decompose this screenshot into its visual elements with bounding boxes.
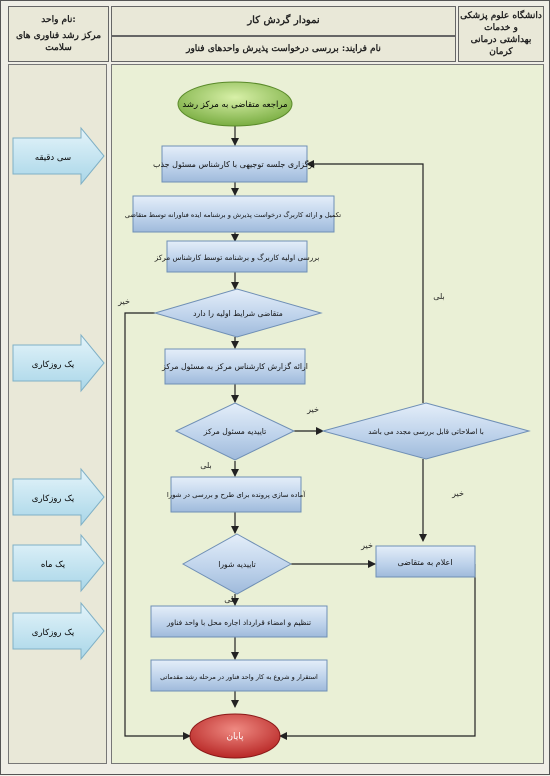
process-step: تنظیم و امضاء قرارداد اجاره محل با واحد …	[150, 605, 328, 638]
process-steps: برگزاری جلسه توجیهی با کارشناس مسئول جذب…	[125, 145, 476, 692]
process-step-label: بررسی اولیه کاربرگ و برشنامه توسط کارشنا…	[154, 252, 320, 262]
organization-name: دانشگاه علوم پزشکی و خدمات بهداشتی درمان…	[458, 6, 544, 62]
process-step: بررسی اولیه کاربرگ و برشنامه توسط کارشنا…	[154, 240, 320, 273]
time-arrow: یک ماه	[12, 533, 105, 593]
edge-labels: خیر خیر بلی خیر بلی خیر بلی	[117, 292, 464, 604]
process-step-label: اعلام به متقاضی	[398, 558, 453, 567]
edge-label-no: خیر	[451, 489, 464, 498]
edge-label-yes: بلی	[224, 595, 236, 604]
decision-label: با اصلاحاتی قابل بررسی مجدد می باشد	[368, 428, 484, 436]
start-label: مراجعه متقاضی به مرکز رشد	[182, 100, 287, 110]
time-arrow-label: یک روزکاری	[32, 628, 75, 638]
decision-label: تاییدیه شورا	[218, 560, 255, 569]
process-step: تکمیل و ارائه کاربرگ درخواست پذیرش و برش…	[125, 195, 341, 233]
time-arrow-label: یک روزکاری	[32, 360, 75, 370]
edge-label-yes: بلی	[433, 292, 445, 301]
chart-title: نمودار گردش کار	[111, 6, 456, 36]
connectors	[124, 126, 476, 740]
connector	[124, 312, 191, 740]
process-step: برگزاری جلسه توجیهی با کارشناس مسئول جذب	[153, 145, 315, 183]
unit-cell: نام واحد: مرکز رشد فناوری های سلامت	[8, 6, 109, 62]
edge-label-yes: بلی	[200, 461, 212, 470]
time-arrow: یک روزکاری	[12, 601, 105, 661]
process-step: آماده سازی پرونده برای طرح و بررسی در شو…	[167, 476, 306, 513]
process-step-label: برگزاری جلسه توجیهی با کارشناس مسئول جذب	[153, 159, 315, 169]
process-name: نام فرایند: بررسی درخواست پذیرش واحدهای …	[111, 36, 456, 62]
end-node: پایان	[189, 713, 281, 759]
end-label: پایان	[226, 732, 244, 742]
time-arrow: یک روزکاری	[12, 467, 105, 527]
unit-label: نام واحد:	[41, 14, 76, 25]
organization-line-2: بهداشتی درمانی کرمان	[470, 35, 532, 58]
process-step: ارائه گزارش کارشناس مرکز به مسئول مرکز	[161, 348, 308, 385]
process-step: استقرار و شروع به کار واحد فناور در مرحل…	[150, 659, 328, 692]
organization-line-1: دانشگاه علوم پزشکی و خدمات	[460, 10, 542, 33]
time-arrow: سی دقیقه	[12, 126, 105, 186]
process-step-label: آماده سازی پرونده برای طرح و بررسی در شو…	[167, 490, 306, 499]
process-step-label: تکمیل و ارائه کاربرگ درخواست پذیرش و برش…	[125, 210, 341, 219]
edge-label-no: خیر	[117, 297, 130, 306]
process-step-label: تنظیم و امضاء قرارداد اجاره محل با واحد …	[166, 618, 311, 627]
time-arrow-label: یک ماه	[41, 560, 66, 570]
decisions: متقاضی شرایط اولیه را دارد تاییدیه مسئول…	[153, 288, 531, 595]
decision-node: با اصلاحاتی قابل بررسی مجدد می باشد	[321, 402, 531, 460]
connector	[279, 564, 476, 740]
decision-node: تاییدیه مسئول مرکز	[174, 402, 296, 461]
time-arrow-label: سی دقیقه	[35, 153, 71, 163]
start-node: مراجعه متقاضی به مرکز رشد	[177, 81, 293, 127]
decision-node: تاییدیه شورا	[181, 533, 293, 595]
edge-label-no: خیر	[360, 541, 373, 550]
connector	[306, 160, 424, 403]
time-arrows: سی دقیقه یک روزکاری یک روزکاری یک ماه یک…	[12, 126, 105, 661]
process-step: اعلام به متقاضی	[375, 545, 476, 578]
time-arrow-label: یک روزکاری	[32, 494, 75, 504]
process-step-label: ارائه گزارش کارشناس مرکز به مسئول مرکز	[161, 362, 308, 371]
edge-label-no: خیر	[306, 405, 319, 414]
decision-node: متقاضی شرایط اولیه را دارد	[153, 288, 323, 338]
process-step-label: استقرار و شروع به کار واحد فناور در مرحل…	[160, 673, 318, 681]
decision-label: تاییدیه مسئول مرکز	[203, 427, 266, 436]
unit-name: مرکز رشد فناوری های سلامت	[15, 30, 102, 54]
decision-label: متقاضی شرایط اولیه را دارد	[193, 309, 283, 318]
time-arrow: یک روزکاری	[12, 333, 105, 393]
